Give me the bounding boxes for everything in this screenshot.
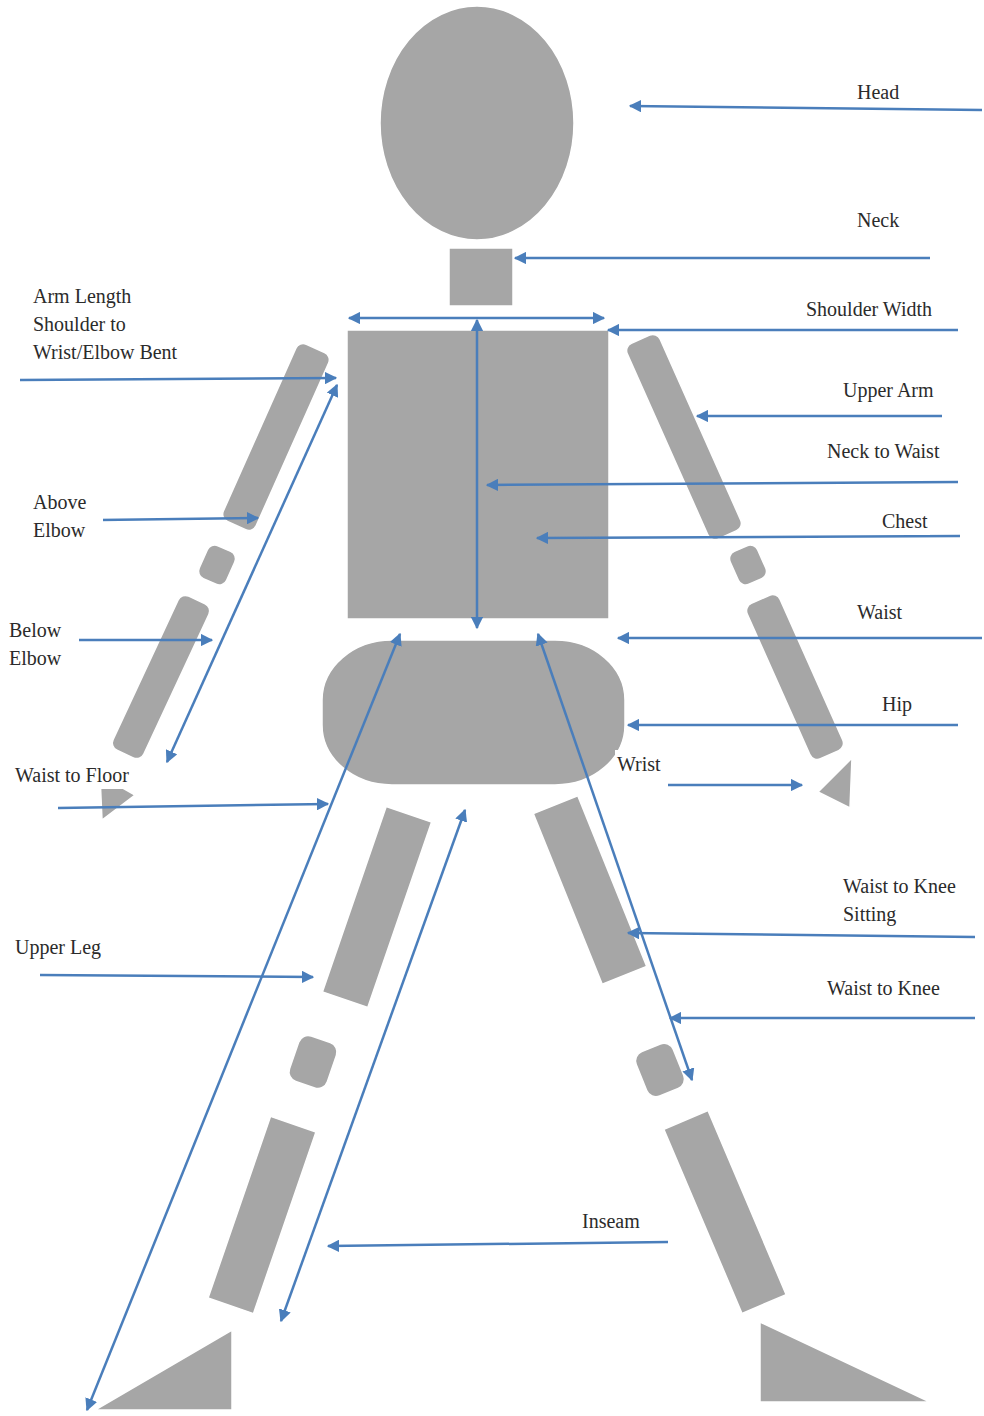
- measurement-label: Waist to Floor: [13, 761, 131, 789]
- measurement-label: Inseam: [580, 1207, 642, 1235]
- figure-parts: [95, 6, 930, 1410]
- measurement-label: Head: [855, 78, 901, 106]
- measurement-label: Waist to Knee Sitting: [841, 872, 970, 928]
- measurement-label: Arm Length Shoulder to Wrist/Elbow Bent: [31, 282, 210, 366]
- measurement-label: Upper Leg: [13, 933, 103, 961]
- measurement-label: Below Elbow: [7, 616, 79, 672]
- measurement-label: Shoulder Width: [804, 295, 934, 323]
- measurement-label: Neck to Waist: [825, 437, 941, 465]
- measurement-label: Hip: [880, 690, 914, 718]
- measurement-label: Waist to Knee: [825, 974, 942, 1002]
- measurement-label: Waist: [855, 598, 904, 626]
- measure-arrows: [20, 106, 982, 1410]
- measurement-label: Upper Arm: [841, 376, 936, 404]
- measurement-label: Wrist: [615, 750, 663, 778]
- measurement-label: Above Elbow: [31, 488, 103, 544]
- measurement-label: Chest: [880, 507, 930, 535]
- measurement-label: Neck: [855, 206, 901, 234]
